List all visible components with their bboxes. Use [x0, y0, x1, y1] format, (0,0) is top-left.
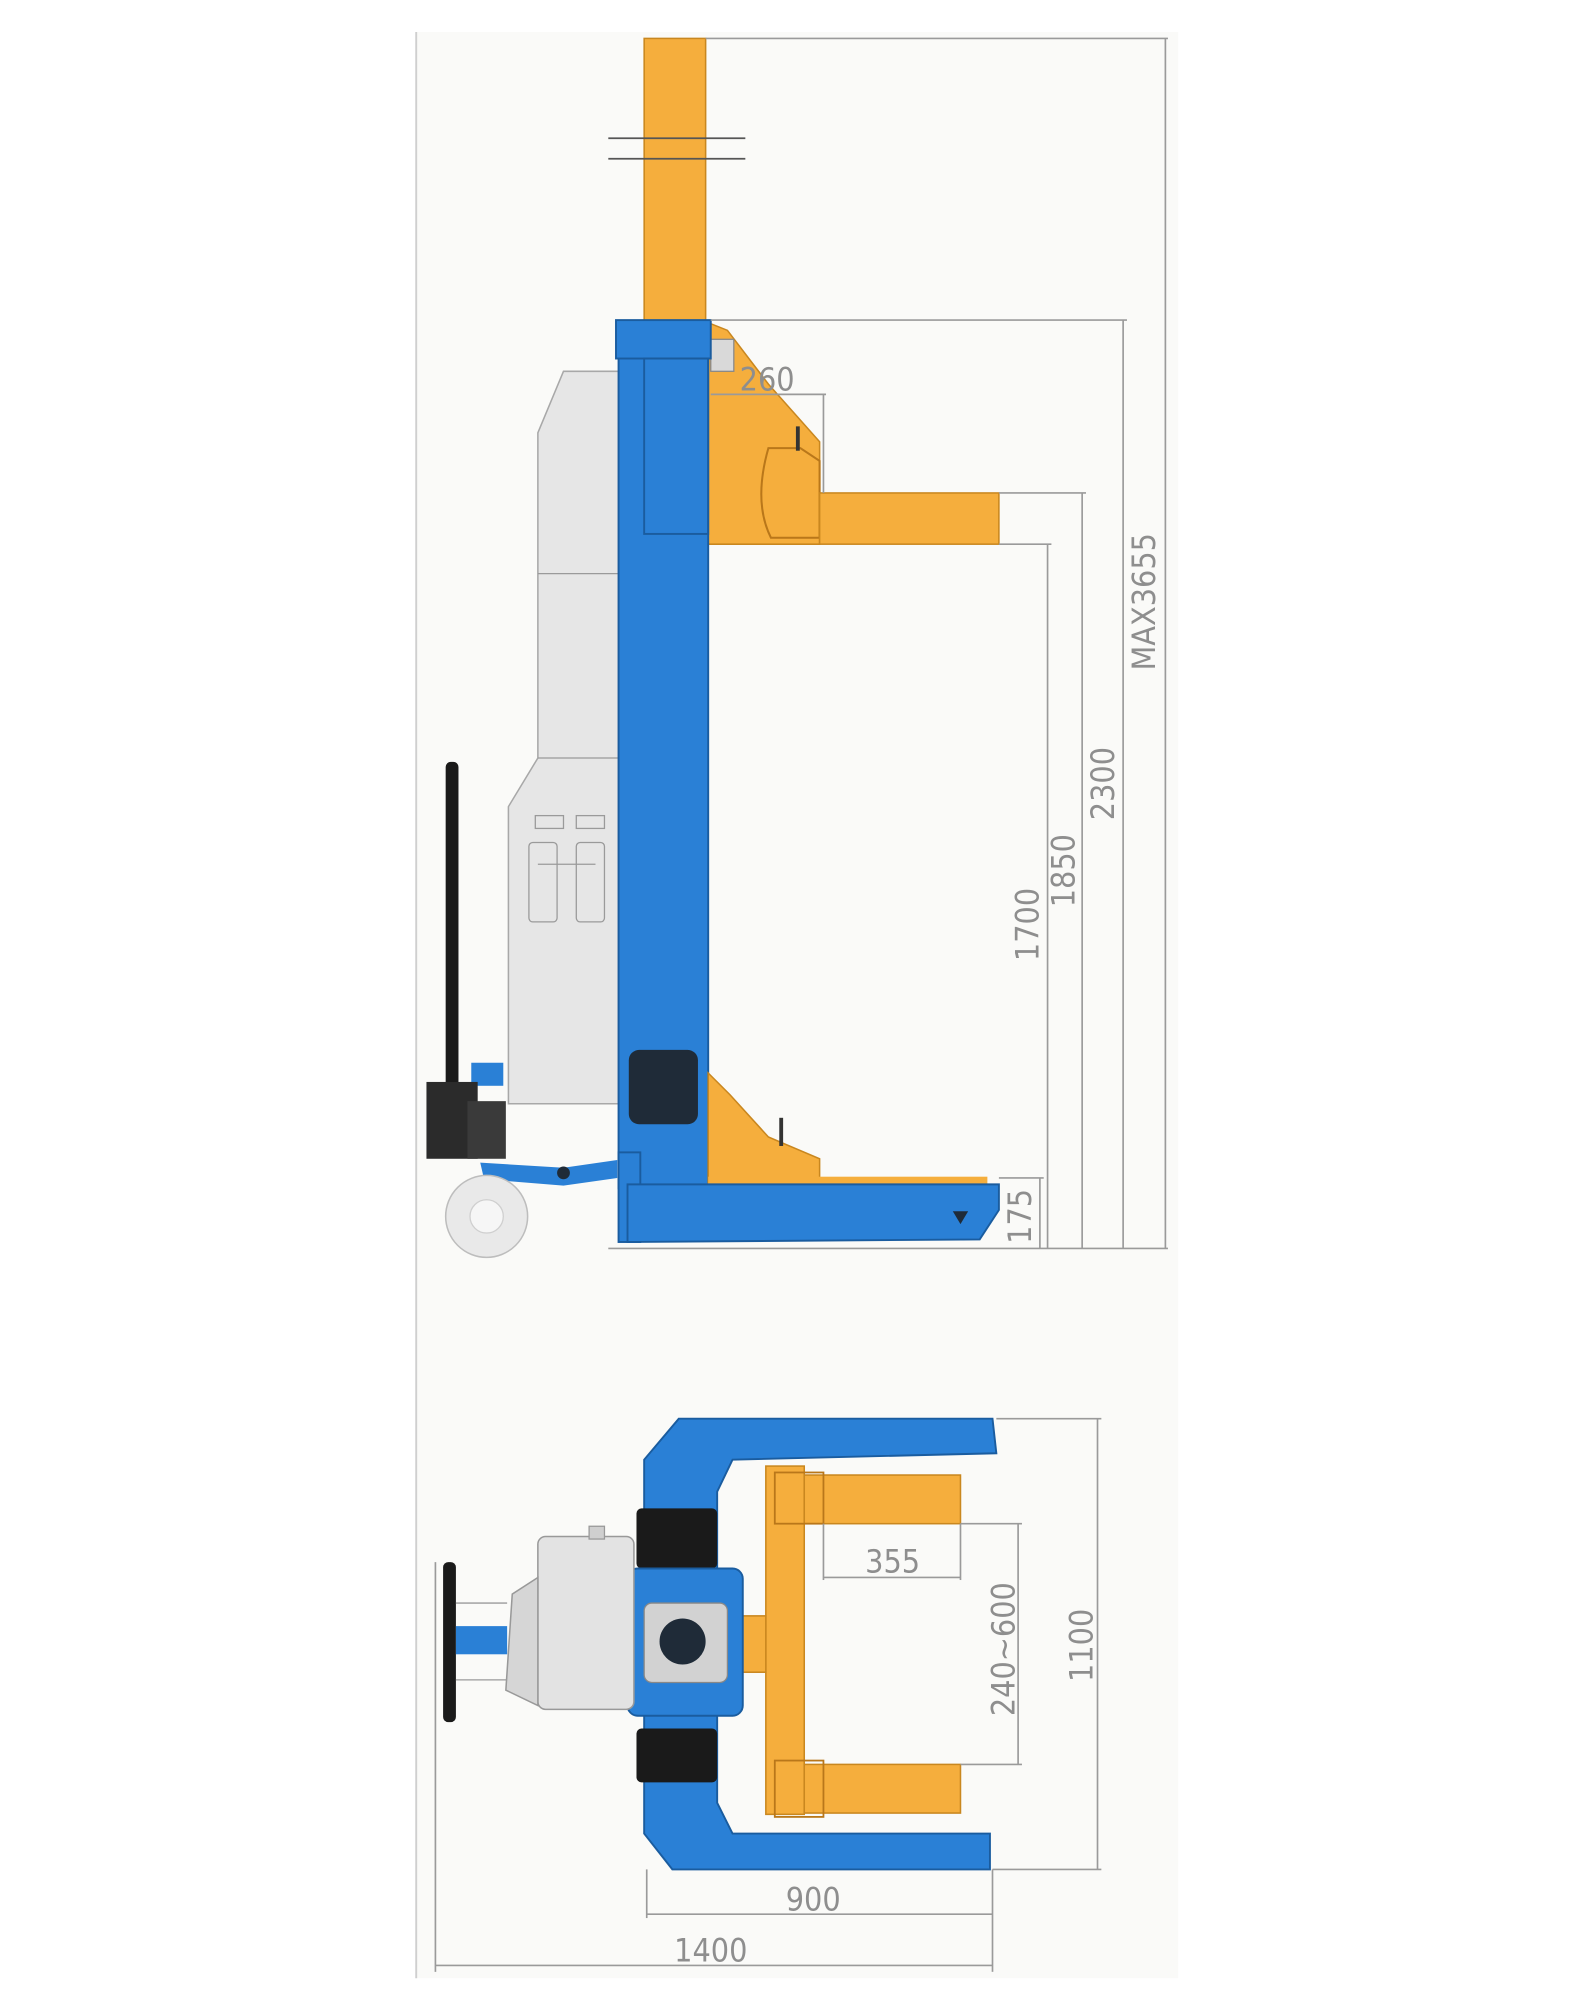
- panel-label-plates: [528, 814, 606, 923]
- wheel-link-arm: [480, 1160, 618, 1186]
- dim-label-fork-length: 355: [865, 1542, 920, 1580]
- base-orange-strip: [708, 1176, 988, 1187]
- dim-label-max-height: MAX3655: [1125, 533, 1163, 670]
- handle-coupling-blue: [471, 1062, 504, 1086]
- fork-crossbar: [765, 1465, 806, 1816]
- fork-arm-lower: [803, 1763, 962, 1814]
- fork-arm-upper: [803, 1474, 962, 1525]
- hub-cylinder: [659, 1618, 706, 1665]
- lock-block: [710, 338, 735, 372]
- dim-label-fork-span: 240~600: [984, 1582, 1022, 1716]
- fork-clamp-upper: [773, 1471, 825, 1525]
- tow-handle-top: [443, 1562, 456, 1723]
- side-view: 260 MAX3655 2300 1850 1700 175: [426, 37, 1168, 1259]
- power-unit-top: [537, 1535, 635, 1711]
- column-inner-section: [643, 357, 710, 535]
- base-beam: [626, 1183, 1000, 1243]
- wheel-hub: [469, 1199, 504, 1234]
- dim-label-column-height: 2300: [1084, 747, 1122, 820]
- dim-label-arm-high: 1850: [1044, 834, 1082, 907]
- lifting-arm-upper: [818, 492, 1000, 545]
- column-top-cap: [615, 319, 712, 360]
- handle-pump: [467, 1101, 506, 1159]
- dim-label-overall-length: 1400: [674, 1932, 747, 1970]
- handle-coupling-top: [455, 1626, 508, 1655]
- dim-label-arm-low: 1700: [1009, 888, 1047, 961]
- base-pad-lower: [636, 1728, 718, 1783]
- mast-extension: [643, 37, 707, 324]
- power-unit-cap: [588, 1525, 606, 1540]
- plan-view: 355 240~600 1100 900 1400: [434, 1417, 1102, 1972]
- motor-cylinder: [505, 1576, 539, 1707]
- dim-label-base-length: 900: [786, 1880, 841, 1918]
- base-pad-upper: [636, 1508, 718, 1569]
- base-marker: [952, 1211, 969, 1225]
- dim-label-carriage-offset: 260: [740, 361, 795, 399]
- dim-label-overall-width: 1100: [1062, 1609, 1100, 1682]
- tow-handle: [445, 761, 459, 1098]
- link-pivot: [557, 1166, 570, 1180]
- column-control-box: [628, 1049, 698, 1125]
- fork-clamp-lower: [773, 1759, 825, 1818]
- dim-label-base-height: 175: [1001, 1189, 1039, 1244]
